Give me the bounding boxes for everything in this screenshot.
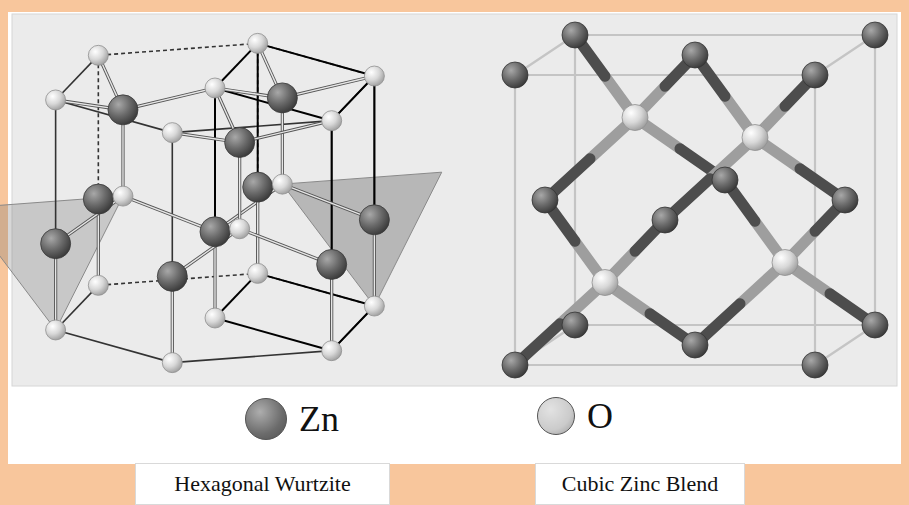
o-atom xyxy=(622,105,648,131)
zn-atom xyxy=(712,167,738,193)
o-atom xyxy=(205,308,225,328)
zn-atom xyxy=(157,261,187,291)
o-atom xyxy=(46,320,66,340)
o-atom xyxy=(322,341,342,361)
cell-edge xyxy=(515,74,815,76)
zn-atom xyxy=(562,312,588,338)
o-atom xyxy=(113,186,133,206)
zn-atom xyxy=(267,83,297,113)
legend-label: O xyxy=(587,398,613,434)
legend-entry: Zn xyxy=(245,398,339,440)
legend-label: Zn xyxy=(299,401,339,437)
wurtzite-atoms xyxy=(41,33,390,372)
o-atom xyxy=(364,296,384,316)
unit-cell-edge xyxy=(214,88,216,318)
zn-atom xyxy=(359,205,389,235)
cell-edge xyxy=(56,330,173,363)
cell-edge xyxy=(374,76,376,306)
cell-edge xyxy=(514,75,516,365)
o-atom xyxy=(248,33,268,53)
caption-box: Hexagonal Wurtzite xyxy=(135,463,390,505)
cell-edge xyxy=(98,55,100,285)
o-atom xyxy=(742,125,768,151)
zn-atom xyxy=(502,352,528,378)
zn-atom xyxy=(41,229,71,259)
o-atom xyxy=(772,250,798,276)
illustration-ground xyxy=(12,14,897,386)
cell-edge xyxy=(257,43,259,273)
zn-atom xyxy=(83,184,113,214)
o-atom xyxy=(162,353,182,373)
zinc-blende-atoms xyxy=(502,22,888,378)
caption-text: Hexagonal Wurtzite xyxy=(174,472,350,496)
cubic-cell xyxy=(515,35,875,365)
cell-edge xyxy=(171,133,173,363)
legend-swatch xyxy=(537,397,575,435)
zinc-blende-bonds xyxy=(515,35,875,365)
cell-edge xyxy=(258,273,375,306)
white-panel xyxy=(8,12,901,464)
zn-atom xyxy=(862,312,888,338)
zn-atom xyxy=(108,95,138,125)
coordination-tetrahedron xyxy=(0,196,123,330)
cell-edge xyxy=(258,43,375,76)
cell-edge xyxy=(515,364,815,366)
o-atom xyxy=(162,123,182,143)
o-atom xyxy=(592,270,618,296)
zn-atom xyxy=(682,332,708,358)
o-atom xyxy=(248,263,268,283)
zn-atom xyxy=(200,217,230,247)
zn-atom xyxy=(562,22,588,48)
o-atom xyxy=(322,111,342,131)
zn-atom xyxy=(502,62,528,88)
zn-atom xyxy=(802,352,828,378)
cell-edge xyxy=(874,35,876,325)
o-atom xyxy=(272,174,292,194)
unit-cell-edge xyxy=(331,121,333,351)
zn-atom xyxy=(832,187,858,213)
zn-atom xyxy=(317,249,347,279)
zn-atom xyxy=(243,172,273,202)
unit-cell-edge xyxy=(257,43,259,273)
caption-box: Cubic Zinc Blend xyxy=(535,463,745,505)
unit-cell-edge xyxy=(215,318,332,351)
cell-edge xyxy=(575,34,875,36)
legend-swatch xyxy=(245,398,287,440)
cell-edge xyxy=(98,43,257,55)
o-atom xyxy=(46,90,66,110)
unit-cell-edge xyxy=(258,273,375,306)
o-atom xyxy=(205,78,225,98)
o-atom xyxy=(88,275,108,295)
cell-edge xyxy=(331,121,333,351)
o-atom xyxy=(364,66,384,86)
legend-entry: O xyxy=(537,397,613,435)
zn-atom xyxy=(532,187,558,213)
wurtzite-bonds xyxy=(56,43,375,362)
zn-atom xyxy=(802,62,828,88)
zn-atom xyxy=(225,128,255,158)
o-atom xyxy=(88,45,108,65)
hexagonal-cell xyxy=(56,43,375,362)
o-atom xyxy=(230,219,250,239)
unit-cell-edge xyxy=(258,43,375,76)
cell-edge xyxy=(814,75,816,365)
cell-edge xyxy=(172,351,331,363)
cell-edge xyxy=(55,100,57,330)
zn-atom xyxy=(652,207,678,233)
zn-atom xyxy=(862,22,888,48)
caption-text: Cubic Zinc Blend xyxy=(562,472,718,496)
unit-cell-edge xyxy=(373,76,375,306)
zn-atom xyxy=(682,42,708,68)
